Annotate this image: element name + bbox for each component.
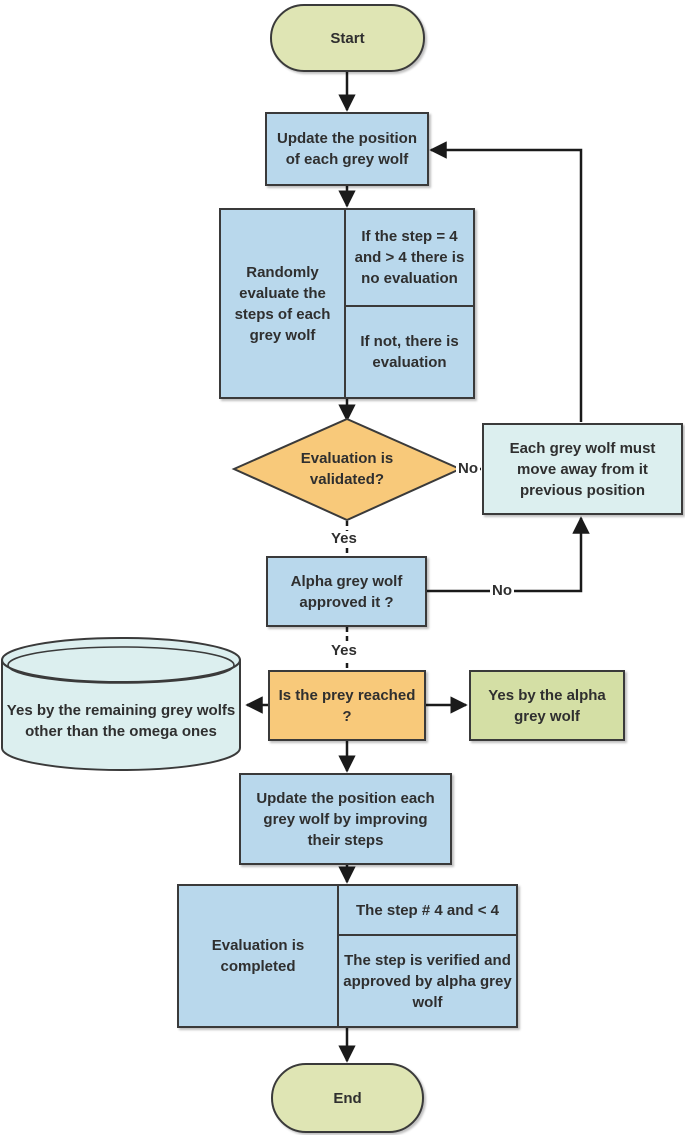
decision-evaluation-text: Evaluation is validated?	[284, 448, 410, 490]
update-improve-box: Update the position each grey wolf by im…	[239, 773, 452, 865]
evaluate-steps-box: Randomly evaluate the steps of each grey…	[219, 208, 475, 399]
edge-alpha-no	[427, 516, 590, 593]
update-position-box: Update the position of each grey wolf	[265, 112, 429, 186]
yes-remaining-label: Yes by the remaining grey wolfs other th…	[6, 702, 236, 740]
edge-loop-to-update	[429, 141, 583, 422]
update-improve-label: Update the position each grey wolf by im…	[256, 789, 435, 849]
step-condition-cell: If the step = 4 and > 4 there is no eval…	[346, 210, 473, 307]
edge-label-no-decision: No	[456, 460, 480, 477]
evaluation-completed-cell: Evaluation is completed	[179, 886, 339, 1026]
decision-diamond	[231, 417, 463, 522]
update-position-label: Update the position of each grey wolf	[277, 130, 417, 168]
evaluate-steps-cell: Randomly evaluate the steps of each grey…	[221, 210, 346, 397]
prey-reached-box: Is the prey reached ?	[268, 670, 426, 741]
step-verified-cell: The step is verified and approved by alp…	[339, 936, 516, 1026]
start-label: Start	[330, 29, 365, 47]
move-away-box: Each grey wolf must move away from it pr…	[482, 423, 683, 515]
evaluate-steps-label: Randomly evaluate the steps of each grey…	[234, 263, 331, 344]
evaluation-valid-label: Evaluation is validated?	[300, 450, 394, 488]
step-not4-label: The step # 4 and < 4	[356, 901, 499, 919]
step-condition-label: If the step = 4 and > 4 there is no eval…	[354, 228, 465, 287]
edge-label-yes-decision: Yes	[329, 530, 359, 547]
alpha-approved-label: Alpha grey wolf approved it ?	[290, 572, 403, 611]
prey-reached-label: Is the prey reached ?	[278, 686, 416, 725]
alpha-approved-box: Alpha grey wolf approved it ?	[266, 556, 427, 627]
edge-label-no-alpha: No	[490, 582, 514, 599]
edge-label-yes-alpha: Yes	[329, 642, 359, 659]
yes-alpha-label: Yes by the alpha grey wolf	[488, 686, 606, 725]
move-away-label: Each grey wolf must move away from it pr…	[509, 439, 656, 499]
if-not-label: If not, there is evaluation	[360, 333, 459, 371]
data-cylinder	[1, 637, 241, 771]
end-terminal: End	[271, 1063, 424, 1133]
step-not4-cell: The step # 4 and < 4	[339, 886, 516, 936]
step-verified-label: The step is verified and approved by alp…	[343, 951, 512, 1011]
end-label: End	[333, 1089, 362, 1107]
remaining-wolves-text: Yes by the remaining grey wolfs other th…	[6, 688, 236, 754]
if-not-cell: If not, there is evaluation	[346, 307, 473, 397]
yes-alpha-box: Yes by the alpha grey wolf	[469, 670, 625, 741]
evaluation-completed-label: Evaluation is completed	[211, 937, 305, 975]
evaluation-completed-box: Evaluation is completed The step # 4 and…	[177, 884, 518, 1028]
start-terminal: Start	[270, 4, 425, 72]
